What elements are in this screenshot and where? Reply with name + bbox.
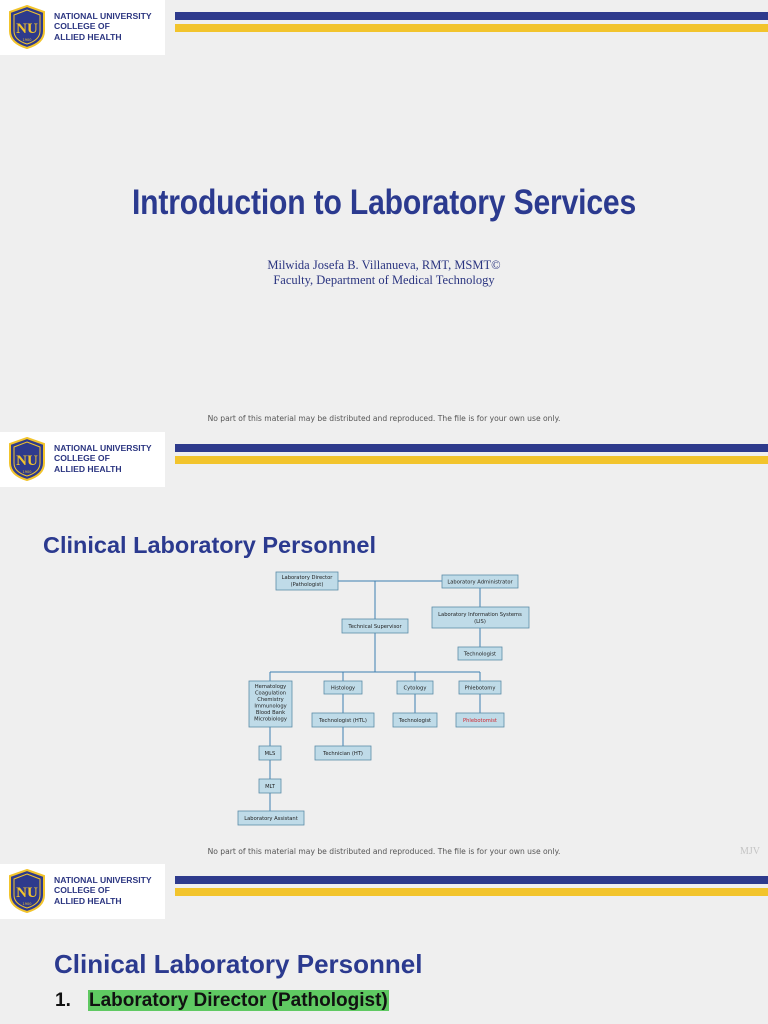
- node-label: Laboratory Administrator: [447, 580, 513, 586]
- slide-heading: Clinical Laboratory Personnel: [43, 532, 377, 558]
- slide-title: NU 1900 NATIONAL UNIVERSITY COLLEGE OF A…: [0, 0, 768, 432]
- node-label: Histology: [331, 686, 355, 692]
- presentation-title: Introduction to Laboratory Services: [131, 183, 637, 222]
- node-mls: MLS: [258, 745, 282, 761]
- highlighted-text: Laboratory Director (Pathologist): [88, 990, 389, 1011]
- node-label: Laboratory Information Systems: [438, 612, 522, 618]
- node-cytology: Cytology: [396, 680, 434, 695]
- node-label: Technologist: [398, 718, 431, 724]
- university-name-line: COLLEGE OF: [54, 885, 110, 896]
- node-label: Technologist (HTL): [318, 718, 367, 724]
- slide-heading: Clinical Laboratory Personnel: [54, 949, 423, 979]
- node-label: Coagulation: [255, 691, 286, 697]
- university-name-line: ALLIED HEALTH: [54, 463, 122, 474]
- university-name: NATIONAL UNIVERSITY COLLEGE OF ALLIED HE…: [54, 875, 152, 906]
- node-label: Chemistry: [257, 697, 284, 703]
- university-name-line: COLLEGE OF: [54, 21, 110, 32]
- list-number: 1.: [55, 990, 71, 1011]
- svg-text:NU: NU: [16, 885, 38, 901]
- university-name-line: NATIONAL UNIVERSITY: [54, 875, 152, 885]
- header-stripe-gold: [175, 456, 768, 464]
- node-label: MLS: [265, 751, 276, 757]
- node-core-lab-sections: Hematology Coagulation Chemistry Immunol…: [248, 680, 293, 728]
- header-stripe-gold: [175, 888, 768, 896]
- header-stripe-gold: [175, 24, 768, 32]
- node-label: Phlebotomist: [463, 718, 497, 724]
- copyright-notice: No part of this material may be distribu…: [207, 847, 561, 856]
- node-lis-technologist: Technologist: [457, 646, 503, 661]
- node-label: Laboratory Assistant: [244, 816, 298, 822]
- node-label: (LIS): [474, 619, 486, 625]
- node-technical-supervisor: Technical Supervisor: [341, 618, 409, 634]
- node-label: (Pathologist): [291, 582, 324, 588]
- svg-text:1900: 1900: [23, 902, 32, 906]
- slide-personnel-chart: NU 1900 NATIONAL UNIVERSITY COLLEGE OF A…: [0, 432, 768, 864]
- university-logo: NU 1900 NATIONAL UNIVERSITY COLLEGE OF A…: [0, 0, 165, 55]
- node-laboratory-administrator: Laboratory Administrator: [441, 574, 519, 589]
- university-seal-icon: NU 1900: [9, 5, 45, 49]
- svg-text:NU: NU: [16, 453, 38, 469]
- university-name: NATIONAL UNIVERSITY COLLEGE OF ALLIED HE…: [54, 11, 152, 42]
- list-item: 1. Laboratory Director (Pathologist): [55, 990, 389, 1012]
- node-label: Phlebotomy: [465, 686, 496, 692]
- node-cytology-technologist: Technologist: [392, 712, 438, 728]
- university-name-line: NATIONAL UNIVERSITY: [54, 11, 152, 21]
- node-technician: Technician (HT): [314, 745, 372, 761]
- university-seal-icon: NU 1900: [9, 869, 45, 913]
- university-logo: NU 1900 NATIONAL UNIVERSITY COLLEGE OF A…: [0, 864, 165, 919]
- node-laboratory-assistant: Laboratory Assistant: [237, 810, 305, 826]
- university-name-line: ALLIED HEALTH: [54, 31, 122, 42]
- node-phlebotomy: Phlebotomy: [458, 680, 502, 695]
- node-label: Technician (HT): [322, 751, 363, 757]
- university-name-line: NATIONAL UNIVERSITY: [54, 443, 152, 453]
- node-label: MLT: [265, 784, 276, 790]
- university-name: NATIONAL UNIVERSITY COLLEGE OF ALLIED HE…: [54, 443, 152, 474]
- svg-text:1900: 1900: [23, 38, 32, 42]
- node-label: Cytology: [404, 686, 427, 692]
- node-label: Blood Bank: [256, 710, 285, 716]
- node-phlebotomist: Phlebotomist: [455, 712, 505, 728]
- org-connectors: [269, 580, 481, 811]
- slide-personnel-list: NU 1900 NATIONAL UNIVERSITY COLLEGE OF A…: [0, 864, 768, 1024]
- author-block: Milwida Josefa B. Villanueva, RMT, MSMT©…: [0, 258, 768, 288]
- node-label: Hematology: [255, 684, 287, 690]
- copyright-notice: No part of this material may be distribu…: [207, 414, 561, 423]
- node-label: Technologist: [463, 652, 496, 658]
- header-stripe-navy: [175, 876, 768, 884]
- author-affiliation: Faculty, Department of Medical Technolog…: [273, 273, 495, 287]
- header-stripe-navy: [175, 12, 768, 20]
- node-label: Technical Supervisor: [347, 624, 402, 630]
- author-name: Milwida Josefa B. Villanueva, RMT, MSMT©: [267, 258, 501, 272]
- node-histology-technologist: Technologist (HTL): [311, 712, 375, 728]
- svg-text:NU: NU: [16, 21, 38, 37]
- node-label: Laboratory Director: [282, 575, 334, 581]
- org-chart: Laboratory Director (Pathologist) Labora…: [237, 571, 530, 826]
- university-name-line: ALLIED HEALTH: [54, 895, 122, 906]
- node-label: Microbiology: [254, 717, 287, 723]
- node-mlt: MLT: [258, 778, 282, 794]
- university-name-line: COLLEGE OF: [54, 453, 110, 464]
- university-logo: NU 1900 NATIONAL UNIVERSITY COLLEGE OF A…: [0, 432, 165, 487]
- header-stripe-navy: [175, 444, 768, 452]
- node-label: Immunology: [254, 704, 286, 710]
- node-laboratory-information-systems: Laboratory Information Systems (LIS): [431, 606, 530, 629]
- svg-text:1900: 1900: [23, 470, 32, 474]
- author-watermark: MJV: [739, 846, 760, 857]
- university-seal-icon: NU 1900: [9, 437, 45, 481]
- node-histology: Histology: [323, 680, 363, 695]
- node-laboratory-director: Laboratory Director (Pathologist): [275, 571, 339, 591]
